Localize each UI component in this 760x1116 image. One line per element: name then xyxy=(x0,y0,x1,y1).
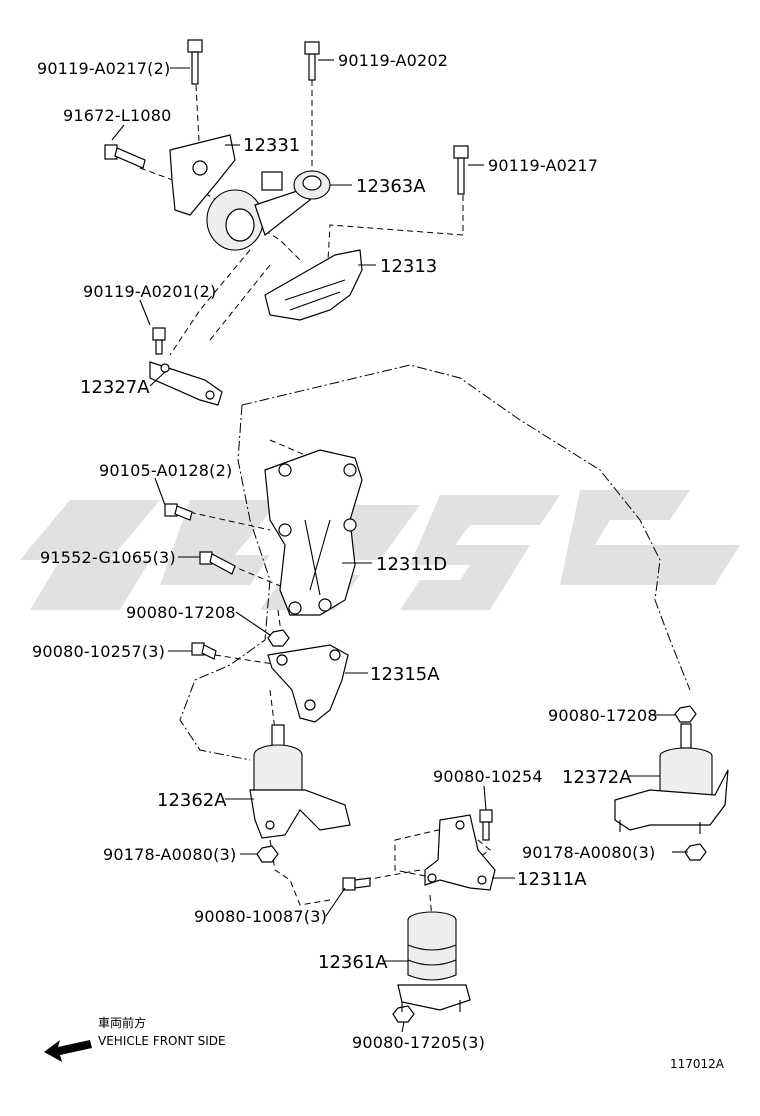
front-side-japanese: 車両前方 xyxy=(98,1015,146,1030)
part-label: 12331 xyxy=(243,135,300,156)
bracket-12313 xyxy=(264,249,363,321)
front-side-indicator: 車両前方 VEHICLE FRONT SIDE xyxy=(44,1015,226,1062)
mount-12362A xyxy=(249,724,351,839)
part-label: 12327A xyxy=(80,377,150,398)
figure-id: 117012A xyxy=(670,1057,725,1071)
part-label: 90119-A0217 xyxy=(488,156,598,175)
part-label: 12315A xyxy=(370,664,440,685)
part-label: 90080-10254 xyxy=(433,767,543,786)
part-label: 12362A xyxy=(157,790,227,811)
bolt-icon xyxy=(187,39,203,85)
mount-12372A xyxy=(614,723,729,834)
nut-icon xyxy=(684,843,707,861)
part-label: 90080-17208 xyxy=(548,706,658,725)
bolt-icon xyxy=(304,41,320,81)
bolt-icon xyxy=(191,642,217,660)
bolt-icon xyxy=(479,809,493,841)
part-label: 90080-17208 xyxy=(126,603,236,622)
nut-icon xyxy=(256,845,279,863)
part-label: 12311A xyxy=(517,869,587,890)
bolt-icon xyxy=(164,503,193,521)
torque-rod-12363A xyxy=(206,170,331,251)
part-label: 12311D xyxy=(376,554,447,575)
part-label: 90119-A0202 xyxy=(338,51,448,70)
bolt-icon xyxy=(152,327,166,355)
part-label: 90178-A0080(3) xyxy=(522,843,655,862)
part-label: 91672-L1080 xyxy=(63,106,172,125)
nut-icons xyxy=(256,629,707,1023)
part-label: 90080-17205(3) xyxy=(352,1033,485,1052)
part-label: 12363A xyxy=(356,176,426,197)
part-label: 90105-A0128(2) xyxy=(99,461,232,480)
bolt-icon xyxy=(342,877,371,891)
bolt-icon xyxy=(104,144,146,169)
part-label: 91552-G1065(3) xyxy=(40,548,176,567)
nut-icon xyxy=(674,705,697,723)
mount-12361A xyxy=(397,911,471,1012)
part-label: 12372A xyxy=(562,767,632,788)
part-label: 90119-A0201(2) xyxy=(83,282,216,301)
bolt-icon xyxy=(199,551,236,575)
part-labels: 90119-A0217(2) 90119-A0202 91672-L1080 1… xyxy=(32,51,658,1052)
bracket-12311D xyxy=(264,449,363,616)
front-arrow-icon xyxy=(44,1040,92,1062)
part-label: 90080-10257(3) xyxy=(32,642,165,661)
engine-outline xyxy=(179,364,691,761)
bolt-icon xyxy=(453,145,469,195)
part-label: 90178-A0080(3) xyxy=(103,845,236,864)
leader-lines xyxy=(111,59,688,1033)
part-label: 12361A xyxy=(318,952,388,973)
bracket-12311A xyxy=(424,814,496,891)
part-label: 12313 xyxy=(380,256,437,277)
part-label: 90080-10087(3) xyxy=(194,907,327,926)
bar-12327A xyxy=(149,361,223,406)
front-side-english: VEHICLE FRONT SIDE xyxy=(98,1034,226,1048)
bolt-icons xyxy=(104,39,493,891)
nut-icon xyxy=(392,1005,415,1023)
part-label: 90119-A0217(2) xyxy=(37,59,170,78)
bracket-12315A xyxy=(267,644,349,723)
nut-icon xyxy=(267,629,290,647)
